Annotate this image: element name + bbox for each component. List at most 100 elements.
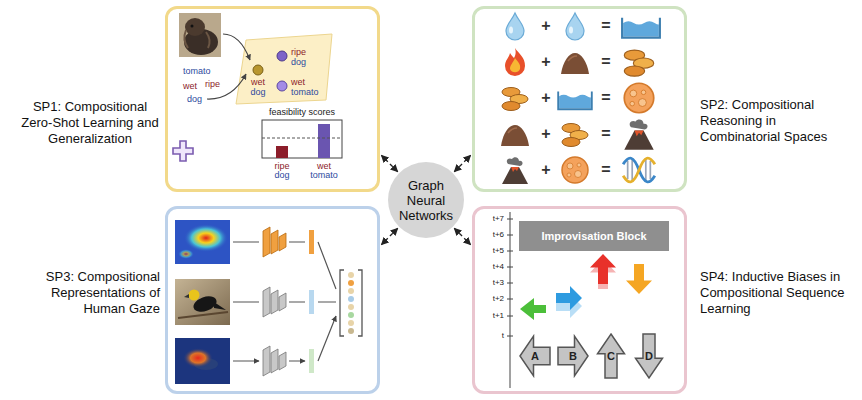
key-letter: B (569, 350, 577, 362)
operator-symbol: = (601, 18, 610, 34)
element-icons (624, 50, 653, 76)
gaze-vector (348, 304, 354, 310)
time-axis (507, 212, 513, 388)
gaze-vector (340, 270, 362, 336)
bar-label: ripe (274, 162, 289, 171)
gaze-heatmap (175, 220, 230, 264)
key-letter: C (607, 350, 615, 362)
improvisation-block: Improvisation Block (519, 221, 669, 251)
operator-symbol: = (601, 54, 610, 70)
operator-symbol: + (541, 126, 550, 142)
bar-chart (262, 120, 342, 158)
sequence-arrow (626, 264, 652, 294)
time-step-label: t+7 (493, 215, 504, 223)
bar-chart (318, 124, 330, 158)
cnn-encoder (279, 352, 286, 370)
element-icons (566, 13, 584, 40)
element-icons (502, 88, 528, 111)
element-icons (502, 157, 528, 184)
hub-label: Graph Neural Networks (399, 178, 453, 223)
bar-chart (262, 120, 342, 158)
object-word: tomato (183, 67, 211, 76)
gaze-heatmap (175, 220, 230, 264)
gaze-vector (348, 312, 354, 318)
bird-photo (214, 302, 226, 310)
time-step-label: t+3 (493, 279, 504, 287)
cnn-encoder (271, 290, 278, 314)
element-icons (505, 48, 525, 76)
operator-symbol: + (541, 162, 550, 178)
element-icons (624, 83, 653, 112)
subproject-panel: SP1: Compositional Zero-Shot Learning an… (165, 6, 380, 192)
sequence-arrow (590, 254, 616, 284)
feature-bar (309, 230, 314, 373)
object-word: dog (291, 58, 306, 67)
key-letter: D (645, 350, 653, 362)
element-icons (558, 91, 592, 109)
feature-bar (309, 230, 314, 254)
time-axis (507, 219, 513, 336)
arrow-key-shape (598, 334, 625, 378)
dashed-connector (454, 155, 470, 171)
gaze-vector (348, 328, 354, 334)
bar-label: dog (274, 171, 289, 180)
arrow-key-shape (520, 336, 550, 376)
key-letter: A (531, 350, 539, 362)
time-step-label: t (502, 332, 504, 340)
panel-heading: SP2: Compositional Reasoning in Combinat… (700, 97, 850, 145)
operator-symbol: = (601, 162, 610, 178)
flow-arrow (318, 242, 336, 361)
bird-photo (189, 290, 200, 301)
panel-heading: SP4: Inductive Biases in Compositional S… (700, 269, 850, 317)
element-icons (624, 120, 653, 150)
element-icons (561, 53, 589, 74)
embedding-space (277, 51, 287, 61)
embedding-space (236, 34, 332, 104)
element-icons (562, 157, 588, 183)
time-axis (510, 212, 511, 388)
sequence-arrow (520, 254, 652, 320)
sequence-arrow (556, 286, 582, 310)
operator-symbol: + (541, 90, 550, 106)
cnn-encoder (263, 287, 270, 317)
gaze-heatmap (175, 338, 230, 384)
operator-symbol: = (601, 126, 610, 142)
time-step-label: t+6 (493, 231, 504, 239)
object-word: dog (187, 95, 202, 104)
embedding-space (277, 81, 287, 91)
bar-label: wet (317, 162, 331, 171)
gaze-vector (348, 280, 354, 286)
attribute-word: wet (183, 82, 197, 91)
cnn-encoder (263, 346, 270, 376)
dog-photo (184, 30, 209, 48)
dog-photo (179, 13, 221, 57)
gaze-vector (348, 288, 354, 294)
panel-heading: SP1: Compositional Zero-Shot Learning an… (20, 99, 160, 147)
embedding-space (253, 65, 263, 75)
arrow-key: D (633, 333, 665, 379)
object-word: dog (250, 88, 265, 97)
object-word: tomato (291, 88, 319, 97)
element-icons (501, 13, 660, 184)
dashed-connector (454, 228, 470, 244)
flow-arrow (233, 242, 336, 361)
cnn-encoder (279, 233, 286, 251)
chart-title: feasibility scores (269, 108, 335, 117)
arrow-key: B (557, 333, 589, 379)
time-step-label: t+2 (493, 295, 504, 303)
element-icons (501, 125, 529, 146)
bar-label: tomato (310, 171, 338, 180)
cnn-encoder (279, 293, 286, 311)
feature-bar (309, 290, 314, 314)
attribute-word: ripe (205, 80, 220, 89)
dog-photo (179, 13, 221, 57)
operator-symbol: + (541, 54, 550, 70)
gaze-heatmap (178, 249, 194, 259)
subproject-panel: SP3: Compositional Representations of Hu… (165, 206, 380, 394)
time-step-label: t+1 (493, 312, 504, 320)
operator-symbol: = (601, 90, 610, 106)
sequence-arrow (520, 298, 546, 320)
arrow-key: A (519, 333, 551, 379)
embedding-space (236, 34, 332, 104)
